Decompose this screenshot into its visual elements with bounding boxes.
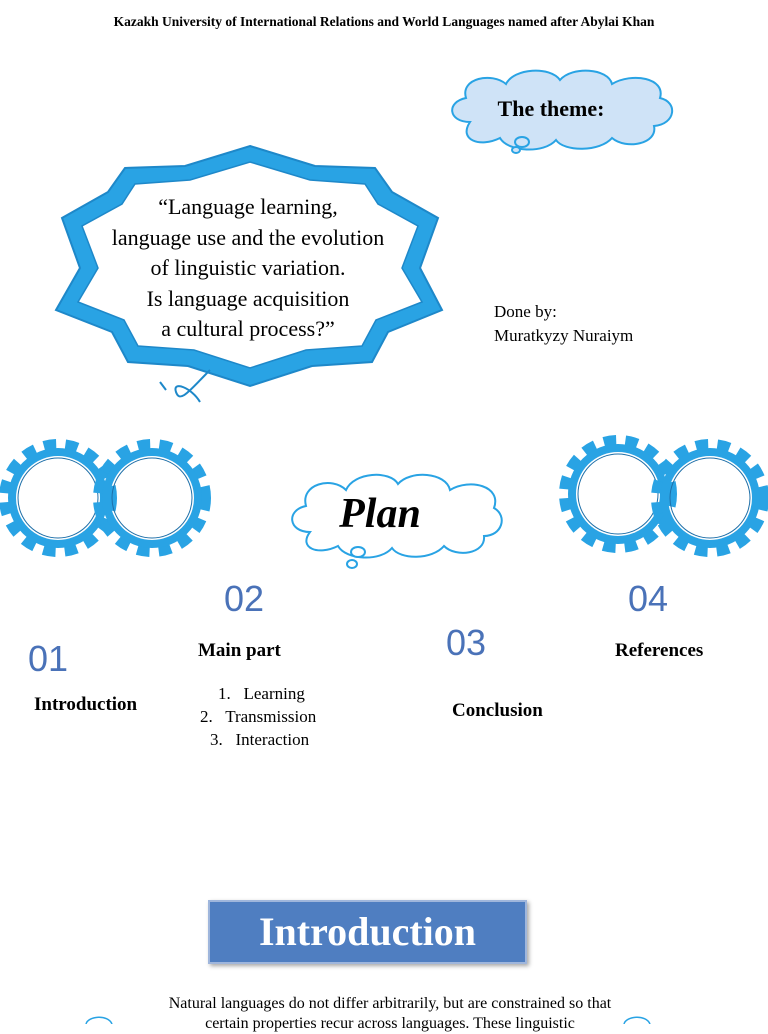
thought-cloud-icon <box>623 1016 651 1024</box>
list-item: 3. Interaction <box>210 730 310 749</box>
author-block: Done by: Muratkyzy Nuraiym <box>494 300 633 348</box>
list-item: 2. Transmission <box>200 707 317 726</box>
section-title-main-part: Main part <box>198 640 281 661</box>
done-by-label: Done by: <box>494 302 557 321</box>
quote-line: Is language acquisition <box>146 285 350 311</box>
introduction-heading: Introduction <box>208 900 527 964</box>
section-title-conclusion: Conclusion <box>452 700 543 721</box>
star-burst-frame <box>54 144 444 403</box>
section-number: 03 <box>446 622 487 663</box>
quote-line: a cultural process?” <box>161 316 335 341</box>
quote-line: of linguistic variation. <box>150 255 346 280</box>
gear-icon <box>0 439 211 557</box>
author-name: Muratkyzy Nuraiym <box>494 326 634 345</box>
section-number: 02 <box>224 578 265 619</box>
theme-quote: “Language learning, language use and the… <box>78 192 418 345</box>
main-part-list: 1. Learning 2. Transmission 3. Interacti… <box>200 682 316 751</box>
thought-cloud-icon <box>451 69 673 154</box>
section-number: 04 <box>628 578 669 619</box>
section-number: 01 <box>28 638 69 679</box>
plan-title: Plan <box>339 491 421 537</box>
section-title-references: References <box>615 640 704 661</box>
thought-cloud-icon <box>85 1016 113 1024</box>
theme-label: The theme: <box>497 96 605 121</box>
thought-cloud-icon <box>291 473 503 569</box>
section-title-introduction: Introduction <box>34 694 138 715</box>
introduction-text: Natural languages do not differ arbitrar… <box>168 995 612 1032</box>
quote-line: language use and the evolution <box>111 224 385 250</box>
university-header: Kazakh University of International Relat… <box>113 14 655 29</box>
gear-icon <box>559 435 768 557</box>
quote-line: “Language learning, <box>158 194 338 219</box>
list-item: 1. Learning <box>218 684 305 703</box>
